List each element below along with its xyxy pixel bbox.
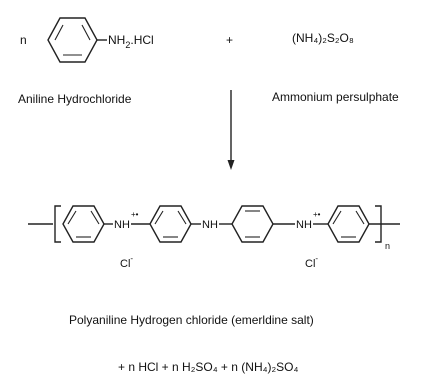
radical-cation-charge-right: +• (313, 210, 321, 219)
aniline-ring-double-bond (81, 24, 91, 41)
reactant-plus-sign: + (226, 33, 233, 47)
radical-cation-charge-left: +• (131, 210, 139, 219)
aniline-n-label: n (20, 33, 27, 47)
chloride-counterion-right: Cl- (305, 254, 318, 270)
nh-plus-right: NH (296, 219, 312, 231)
reaction-arrow (227, 90, 235, 170)
ring-2-double-bond (177, 210, 187, 225)
ring-2-double-bond (154, 210, 164, 225)
aniline-nh-label: NH2.HCl (108, 33, 154, 50)
ammonium-persulphate-name: Ammonium persulphate (272, 90, 399, 104)
aniline-hydrochloride-structure: n NH2.HCl (20, 17, 154, 63)
ring-1-double-bond (67, 210, 77, 225)
ammonium-persulphate-formula: (NH₄)₂S₂O₈ (292, 31, 354, 45)
ring-4-double-bond (355, 210, 365, 225)
nh-middle: NH (202, 219, 218, 231)
ring-4-double-bond (332, 210, 342, 225)
product-name: Polyaniline Hydrogen chloride (emerldine… (69, 313, 314, 327)
repeat-unit-n: n (385, 241, 390, 251)
chloride-counterion-left: Cl- (120, 254, 133, 270)
ring-1-double-bond (90, 210, 100, 225)
polyaniline-structure: NH +• NH NH +• n Cl- Cl- (28, 205, 400, 270)
aniline-hydrochloride-name: Aniline Hydrochloride (18, 92, 132, 106)
aniline-ring-double-bond (54, 24, 64, 41)
repeat-bracket-left (54, 205, 61, 243)
byproducts-equation: + n HCl + n H₂SO₄ + n (NH₄)₂SO₄ (118, 360, 298, 374)
nh-plus-left: NH (114, 219, 130, 231)
